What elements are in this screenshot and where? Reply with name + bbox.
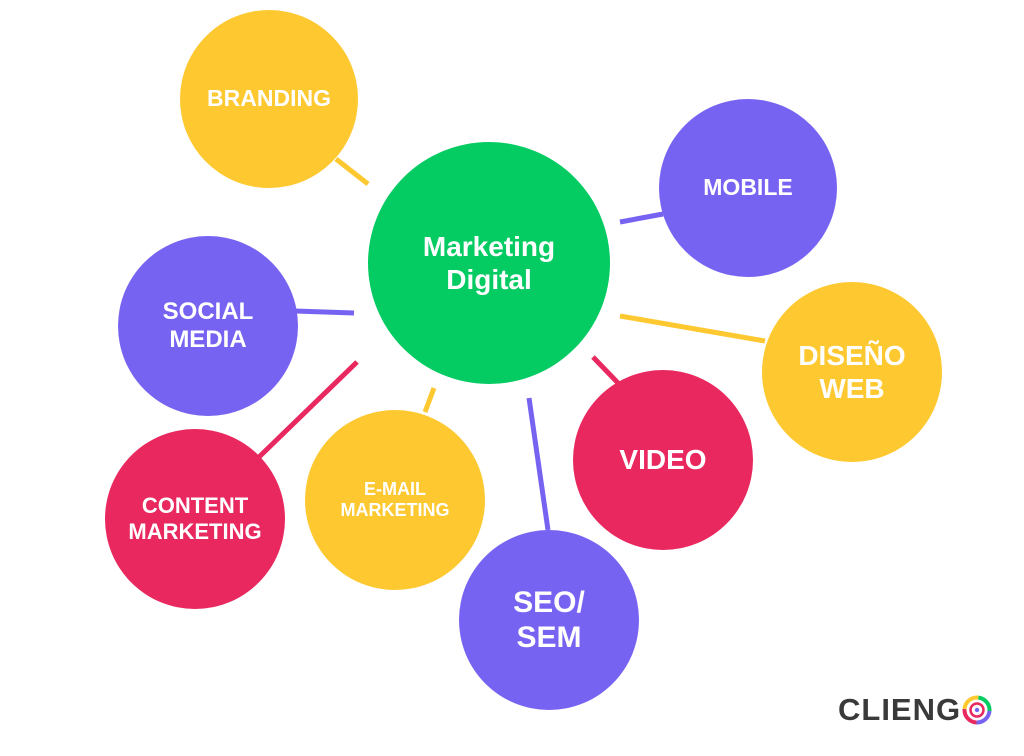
target-rings-icon	[962, 695, 992, 725]
node-label-email-marketing: E-MAIL MARKETING	[340, 478, 450, 520]
node-label-video: VIDEO	[619, 444, 707, 476]
node-label-seo-sem: SEO/ SEM	[513, 585, 585, 654]
connector-mobile	[619, 211, 664, 225]
node-diseno-web: DISEÑO WEB	[762, 282, 942, 462]
connector-video	[591, 355, 620, 385]
connector-email-marketing	[422, 387, 437, 413]
node-social-media: SOCIAL MEDIA	[118, 236, 298, 416]
connector-social-media	[294, 308, 355, 316]
node-label-mobile: MOBILE	[703, 174, 793, 201]
cliengo-logo: CLIENG	[838, 690, 992, 730]
center-node-label: Marketing Digital	[422, 230, 556, 295]
node-label-social-media: SOCIAL MEDIA	[162, 297, 254, 353]
node-email-marketing: E-MAIL MARKETING	[305, 410, 485, 590]
node-mobile: MOBILE	[659, 99, 837, 277]
node-content-marketing: CONTENT MARKETING	[105, 429, 285, 609]
node-label-content-marketing: CONTENT MARKETING	[128, 493, 262, 544]
connector-branding	[334, 157, 370, 186]
node-label-diseno-web: DISEÑO WEB	[798, 339, 906, 404]
logo-text: CLIENG	[838, 692, 962, 727]
node-seo-sem: SEO/ SEM	[459, 530, 639, 710]
connector-content-marketing	[256, 360, 359, 460]
node-branding: BRANDING	[180, 10, 358, 188]
node-video: VIDEO	[573, 370, 753, 550]
connector-diseno-web	[619, 313, 766, 344]
center-node-marketing-digital: Marketing Digital	[368, 142, 610, 384]
connector-seo-sem	[526, 397, 551, 531]
node-label-branding: BRANDING	[207, 85, 331, 112]
